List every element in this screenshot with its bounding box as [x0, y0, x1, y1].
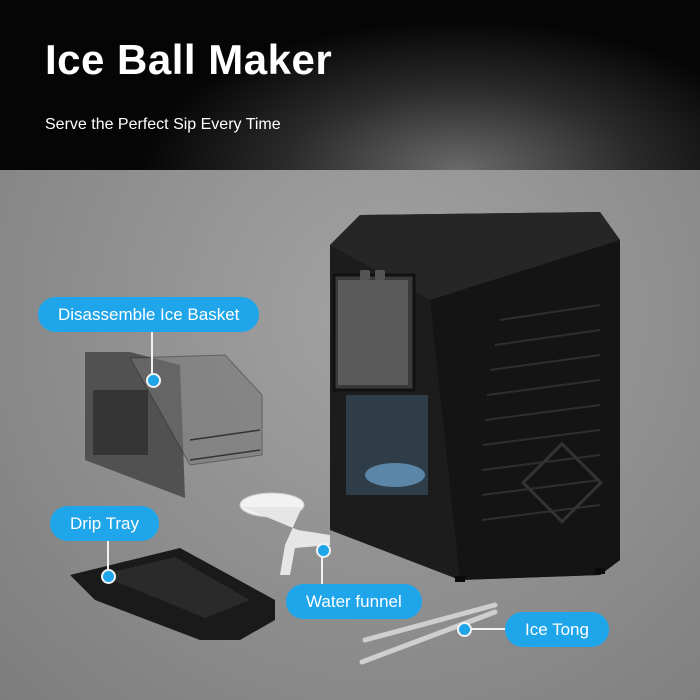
water-funnel-leader-line [321, 550, 323, 584]
ice-basket [85, 352, 263, 498]
callout-water-funnel: Water funnel [286, 584, 422, 619]
ice-tong-leader-line [463, 628, 505, 630]
callout-ice-basket: Disassemble Ice Basket [38, 297, 260, 332]
callout-ice-tong: Ice Tong [505, 612, 609, 647]
ice-maker-unit [330, 212, 620, 582]
vent-lines [481, 304, 601, 521]
ice-tong-marker-dot [457, 622, 472, 637]
drip-tray-marker-dot [101, 569, 116, 584]
water-funnel-marker-dot [316, 543, 331, 558]
ice-basket-leader-line [151, 332, 153, 378]
header-banner: Ice Ball Maker Serve the Perfect Sip Eve… [0, 0, 700, 170]
ice-tong-shape [359, 602, 498, 665]
ice-basket-marker-dot [146, 373, 161, 388]
drip-tray-shape [70, 548, 275, 640]
callout-drip-tray: Drip Tray [50, 506, 159, 541]
drip-tray-leader-line [107, 540, 109, 575]
page-title: Ice Ball Maker [45, 36, 333, 83]
page-subtitle: Serve the Perfect Sip Every Time [45, 116, 281, 133]
water-funnel [239, 492, 330, 575]
